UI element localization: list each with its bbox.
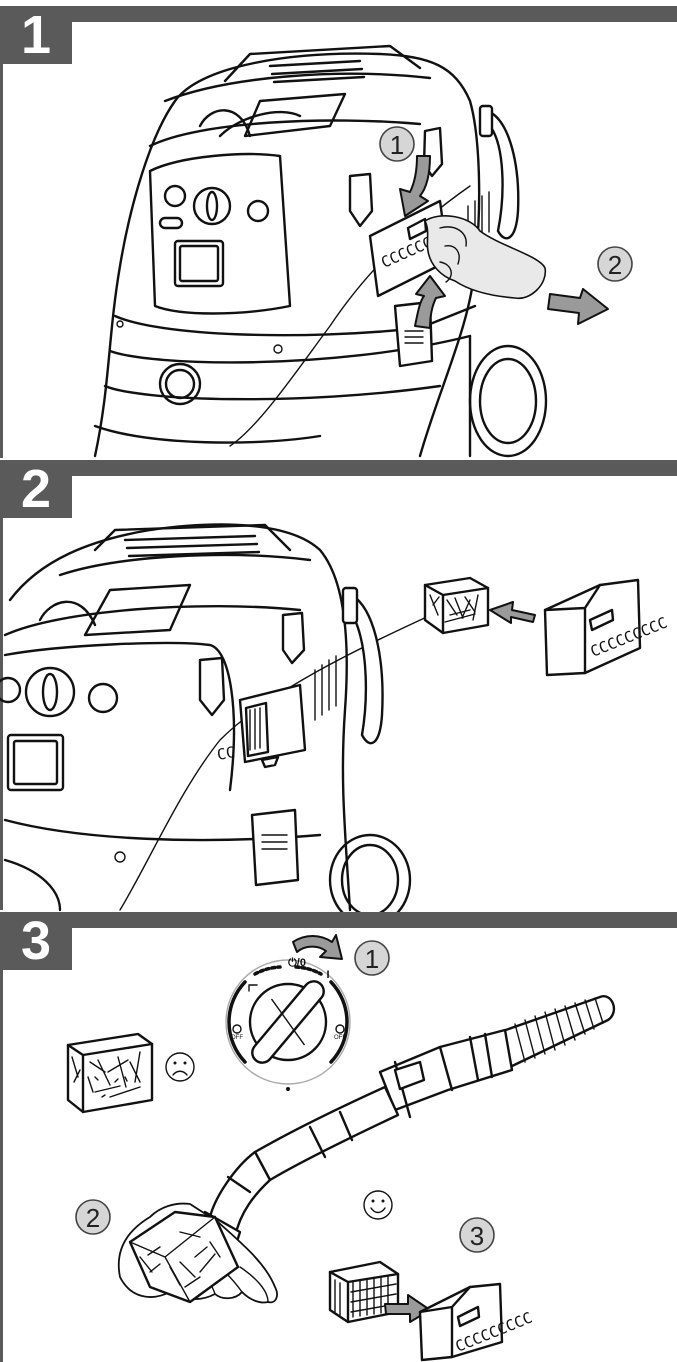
- hand-illustration: [425, 216, 545, 299]
- power-dial: ⏻/0 I OFF OFF: [226, 956, 350, 1091]
- callout-2: 2: [76, 1200, 110, 1234]
- pull-out-arrow: [548, 289, 608, 324]
- svg-text:I: I: [326, 969, 329, 981]
- step-1-illustration: CCCCCCCCC 1 2: [0, 6, 677, 458]
- svg-text:3: 3: [470, 1221, 484, 1251]
- step-1-panel: 1: [0, 6, 677, 458]
- step-3-panel: 3 ⏻/0 I OFF OFF: [0, 912, 677, 1362]
- insert-arrow: [490, 602, 535, 623]
- svg-text:2: 2: [608, 250, 622, 280]
- step-3-illustration: ⏻/0 I OFF OFF 1: [0, 912, 677, 1362]
- svg-text:OFF: OFF: [334, 1035, 346, 1041]
- svg-text:CC: CC: [216, 743, 237, 764]
- dirty-filter: [68, 1034, 152, 1112]
- filter-cover-removed: CCCCCCCCC: [545, 580, 670, 675]
- rotate-arrow: [293, 935, 342, 959]
- callout-2: 2: [598, 247, 632, 281]
- hand-holding-filter: [119, 1204, 277, 1303]
- svg-text:2: 2: [86, 1203, 100, 1233]
- svg-text:1: 1: [390, 130, 404, 160]
- callout-1: 1: [380, 127, 414, 161]
- svg-text:OFF: OFF: [231, 1035, 243, 1041]
- vacuum-hose: [185, 996, 614, 1259]
- filter-sponge: [425, 578, 488, 633]
- filter-cover-clean: CCCCCCCCC: [420, 1284, 535, 1360]
- step-2-illustration: CC CCCCCCCCC: [0, 460, 677, 910]
- vacuum-body-closeup: CC: [0, 525, 485, 925]
- callout-1: 1: [355, 941, 389, 975]
- sad-face-icon: [166, 1053, 194, 1081]
- svg-text:⏻/0: ⏻/0: [288, 956, 306, 969]
- step-2-panel: 2: [0, 460, 677, 910]
- happy-face-icon: [364, 1191, 392, 1219]
- callout-3: 3: [460, 1218, 494, 1252]
- svg-text:1: 1: [365, 944, 379, 974]
